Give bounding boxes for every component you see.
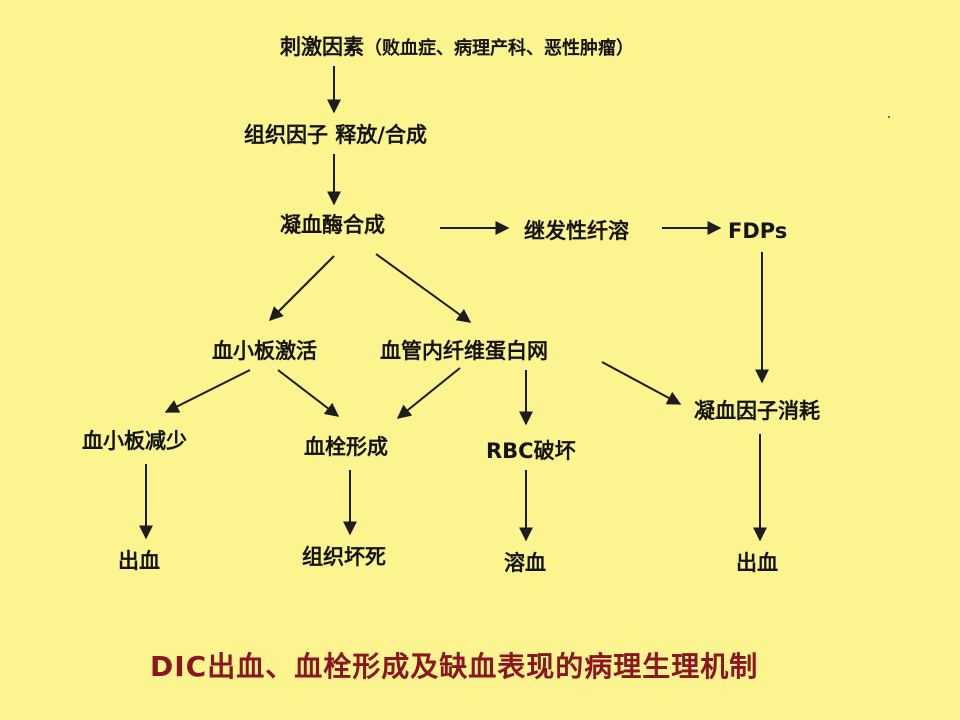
node-factor-consumption: 凝血因子消耗 — [694, 399, 820, 423]
node-fdps: FDPs — [728, 219, 788, 243]
node-thrombosis: 血栓形成 — [304, 435, 388, 459]
stimulus-detail: （败血症、病理产科、恶性肿瘤） — [364, 38, 634, 59]
node-hemolysis: 溶血 — [504, 551, 546, 575]
node-platelet-activation: 血小板激活 — [212, 339, 317, 363]
arrow-fibrin-network-to-thrombosis — [396, 367, 461, 419]
node-bleeding-left: 出血 — [118, 549, 160, 573]
arrow-platelet-activation-to-thrombosis — [277, 369, 340, 417]
diagram-caption: DIC出血、血栓形成及缺血表现的病理生理机制 — [150, 650, 759, 683]
node-fibrin-network: 血管内纤维蛋白网 — [380, 339, 548, 363]
stimulus-label: 刺激因素 — [280, 35, 364, 59]
node-bleeding-right: 出血 — [736, 551, 778, 575]
node-fibrinolysis: 继发性纤溶 — [524, 219, 629, 243]
decorative-speck — [888, 116, 890, 118]
node-tissue-factor: 组织因子 释放/合成 — [244, 123, 427, 147]
arrow-platelet-activation-to-thrombocytopenia — [164, 369, 251, 413]
node-thrombocytopenia: 血小板减少 — [82, 429, 187, 453]
arrow-thrombin-to-platelet-activation — [269, 255, 335, 321]
arrow-thrombin-to-fibrin-network — [375, 253, 472, 323]
node-stimulus: 刺激因素（败血症、病理产科、恶性肿瘤） — [280, 34, 634, 62]
node-rbc-damage: RBC破坏 — [486, 439, 576, 463]
arrow-fibrin-network-to-factor-consumption — [601, 361, 682, 405]
node-thrombin: 凝血酶合成 — [280, 213, 385, 237]
node-necrosis: 组织坏死 — [302, 545, 386, 569]
